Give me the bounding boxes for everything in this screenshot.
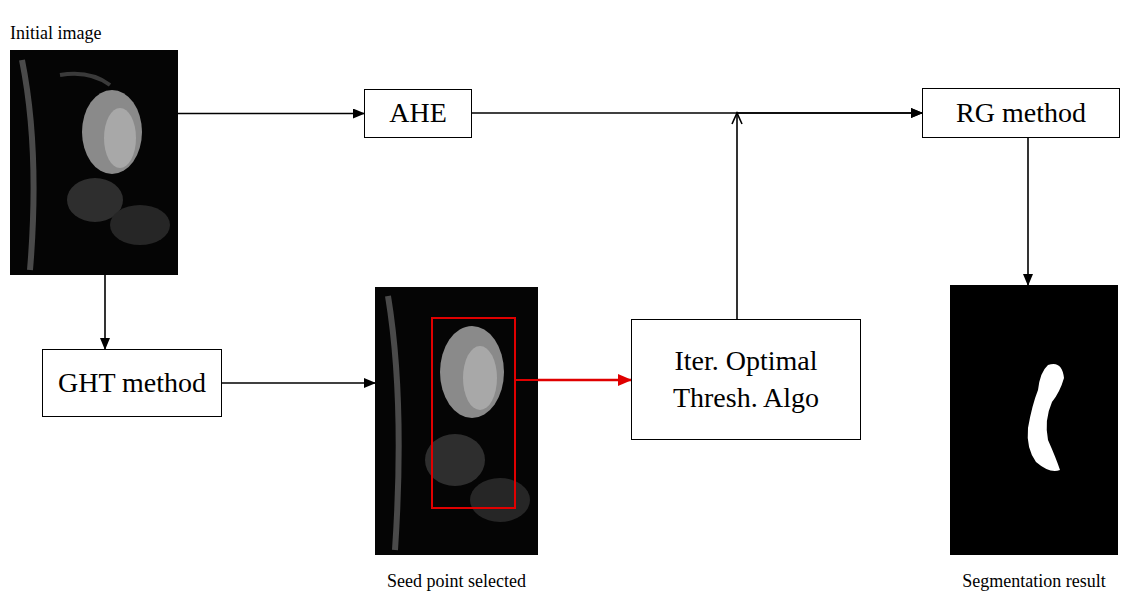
segmented-ventricle bbox=[1028, 364, 1064, 471]
tissue bbox=[110, 205, 170, 245]
flow-arrow bbox=[1027, 138, 1029, 285]
process-box: GHT method bbox=[42, 349, 222, 417]
mri-image bbox=[10, 50, 178, 275]
image-caption: Initial image bbox=[8, 23, 103, 44]
mri-image bbox=[375, 287, 538, 555]
image-node: Seed point selected bbox=[375, 287, 538, 555]
image-caption: Segmentation result bbox=[960, 571, 1107, 592]
ventricle bbox=[104, 108, 136, 168]
heart bbox=[82, 90, 142, 174]
chest-wall bbox=[22, 60, 34, 270]
ventricle bbox=[463, 346, 497, 410]
process-box: RG method bbox=[922, 88, 1120, 138]
segmentation-image bbox=[950, 285, 1118, 555]
red-line bbox=[515, 379, 538, 381]
chest-wall bbox=[388, 296, 399, 550]
image-caption: Seed point selected bbox=[385, 571, 528, 592]
flow-arrow bbox=[737, 113, 922, 319]
tissue bbox=[425, 434, 485, 486]
box-label: GHT method bbox=[58, 365, 206, 401]
junction-arrowhead bbox=[732, 113, 742, 124]
flow-arrow bbox=[104, 275, 106, 349]
seed-region bbox=[432, 318, 515, 508]
flow-arrow bbox=[538, 379, 631, 382]
image-node: Segmentation result bbox=[950, 285, 1118, 555]
process-box: AHE bbox=[364, 89, 472, 138]
tissue bbox=[60, 74, 110, 85]
box-label: Iter. Optimal Thresh. Algo bbox=[642, 343, 850, 416]
box-label: AHE bbox=[389, 95, 447, 131]
box-label: RG method bbox=[956, 95, 1086, 131]
image-node: Initial image bbox=[10, 50, 178, 275]
heart bbox=[440, 326, 504, 418]
flow-arrow bbox=[178, 113, 364, 115]
flow-arrow bbox=[222, 382, 375, 384]
process-box: Iter. Optimal Thresh. Algo bbox=[631, 319, 861, 440]
tissue bbox=[470, 478, 530, 522]
